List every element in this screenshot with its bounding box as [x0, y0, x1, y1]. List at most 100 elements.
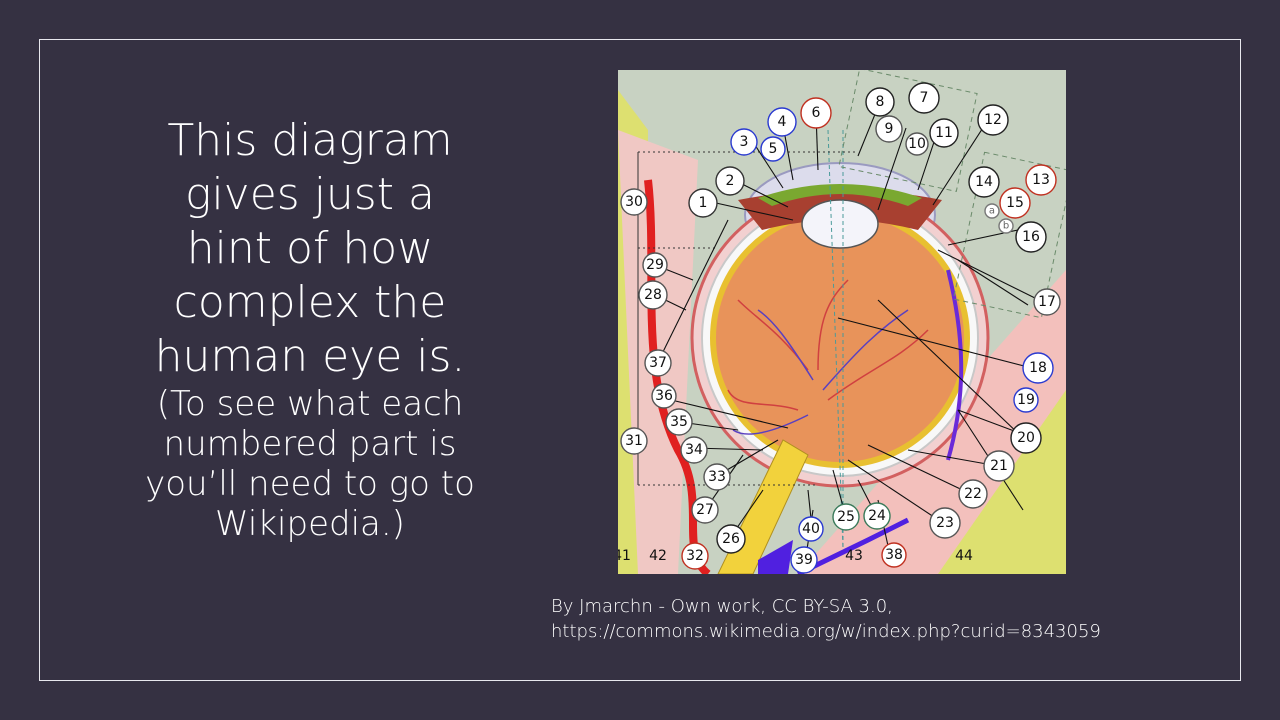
diagram-label-text: 16 [1022, 229, 1040, 245]
diagram-label-text: a [989, 206, 995, 217]
diagram-label-text: 22 [964, 486, 982, 502]
diagram-label-20: 20 [1011, 423, 1041, 453]
diagram-label-23: 23 [930, 508, 960, 538]
diagram-label-3: 3 [731, 129, 757, 155]
diagram-label-11: 11 [930, 119, 958, 147]
diagram-label-25: 25 [833, 504, 859, 530]
diagram-label-text: 44 [955, 548, 973, 564]
diagram-label-38: 38 [882, 543, 906, 567]
diagram-label-text: 29 [646, 257, 664, 273]
diagram-label-21: 21 [984, 451, 1014, 481]
diagram-label-19: 19 [1014, 388, 1038, 412]
diagram-label-4: 4 [768, 108, 796, 136]
diagram-label-1: 1 [689, 189, 717, 217]
diagram-label-text: 5 [769, 141, 778, 157]
slide-headline: This diagram gives just a hint of how co… [110, 114, 510, 384]
diagram-label-text: 23 [936, 515, 954, 531]
diagram-label-text: 30 [625, 194, 643, 210]
subtext-line: (To see what each [110, 384, 510, 424]
subtext-line: you’ll need to go to [110, 464, 510, 504]
diagram-label-text: 19 [1017, 392, 1035, 408]
headline-line: complex the [110, 276, 510, 330]
diagram-label-2: 2 [716, 167, 744, 195]
diagram-label-29: 29 [643, 253, 667, 277]
diagram-label-text: 34 [685, 442, 703, 458]
diagram-label-33: 33 [704, 464, 730, 490]
diagram-label-text: 1 [699, 195, 708, 211]
lens-shape [802, 200, 878, 248]
diagram-label-34: 34 [681, 437, 707, 463]
diagram-label-text: 3 [740, 134, 749, 150]
diagram-label-text: 27 [696, 502, 714, 518]
diagram-label-text: 10 [908, 136, 926, 152]
diagram-label-text: 43 [845, 548, 863, 564]
slide-text-block: This diagram gives just a hint of how co… [110, 114, 510, 544]
eye-diagram: 1234567891011121314151617181920212223242… [618, 70, 1066, 574]
diagram-label-12: 12 [978, 105, 1008, 135]
diagram-label-text: 2 [726, 173, 735, 189]
diagram-label-text: 24 [868, 508, 886, 524]
diagram-label-16: 16 [1016, 222, 1046, 252]
diagram-label-15: 15 [1000, 188, 1030, 218]
diagram-label-text: 18 [1029, 360, 1047, 376]
diagram-label-text: 14 [975, 174, 993, 190]
headline-line: hint of how [110, 222, 510, 276]
diagram-label-text: 31 [625, 433, 643, 449]
credit-author: By Jmarchn - Own work, CC BY-SA 3.0, [551, 594, 1101, 619]
diagram-label-35: 35 [666, 409, 692, 435]
diagram-label-27: 27 [692, 497, 718, 523]
diagram-label-26: 26 [717, 525, 745, 553]
diagram-label-9: 9 [876, 116, 902, 142]
diagram-label-text: 12 [984, 112, 1002, 128]
diagram-label-10: 10 [906, 133, 928, 155]
diagram-label-text: 17 [1038, 294, 1056, 310]
diagram-label-6: 6 [801, 98, 831, 128]
subtext-line: Wikipedia.) [110, 504, 510, 544]
diagram-label-text: 28 [644, 287, 662, 303]
headline-line: gives just a [110, 168, 510, 222]
diagram-label-32: 32 [682, 543, 708, 569]
diagram-label-24: 24 [864, 503, 890, 529]
diagram-label-text: 35 [670, 414, 688, 430]
slide-subtext: (To see what each numbered part is you’l… [110, 384, 510, 544]
eye-diagram-svg: 1234567891011121314151617181920212223242… [618, 70, 1066, 574]
diagram-label-text: 9 [885, 121, 894, 137]
diagram-label-31: 31 [621, 428, 647, 454]
diagram-label-41: 41 [618, 548, 631, 564]
diagram-label-text: 11 [935, 125, 953, 141]
diagram-label-text: 37 [649, 355, 667, 371]
diagram-label-text: 13 [1032, 172, 1050, 188]
diagram-label-text: 36 [655, 388, 673, 404]
vitreous-body-shape [716, 214, 964, 462]
image-credit: By Jmarchn - Own work, CC BY-SA 3.0, htt… [551, 594, 1101, 644]
diagram-label-b: b [999, 219, 1013, 233]
diagram-label-text: 39 [795, 552, 813, 568]
diagram-label-text: 7 [920, 90, 929, 106]
diagram-label-text: 8 [876, 94, 885, 110]
diagram-label-39: 39 [791, 547, 817, 573]
diagram-label-37: 37 [645, 350, 671, 376]
diagram-label-5: 5 [761, 137, 785, 161]
diagram-label-text: 4 [778, 114, 787, 130]
diagram-label-7: 7 [909, 83, 939, 113]
diagram-label-text: 21 [990, 458, 1008, 474]
diagram-label-44: 44 [955, 548, 973, 564]
diagram-label-text: 26 [722, 531, 740, 547]
diagram-label-40: 40 [799, 517, 823, 541]
headline-line: This diagram [110, 114, 510, 168]
diagram-label-text: 15 [1006, 195, 1024, 211]
diagram-label-17: 17 [1034, 289, 1060, 315]
diagram-label-28: 28 [639, 281, 667, 309]
diagram-label-22: 22 [959, 480, 987, 508]
diagram-label-a: a [985, 204, 999, 218]
diagram-label-text: 6 [812, 105, 821, 121]
diagram-label-18: 18 [1023, 353, 1053, 383]
subtext-line: numbered part is [110, 424, 510, 464]
diagram-label-36: 36 [652, 384, 676, 408]
diagram-label-8: 8 [866, 88, 894, 116]
diagram-label-13: 13 [1026, 165, 1056, 195]
diagram-label-text: 42 [649, 548, 667, 564]
diagram-label-text: 41 [618, 548, 631, 564]
diagram-label-text: b [1003, 221, 1009, 232]
diagram-label-text: 33 [708, 469, 726, 485]
